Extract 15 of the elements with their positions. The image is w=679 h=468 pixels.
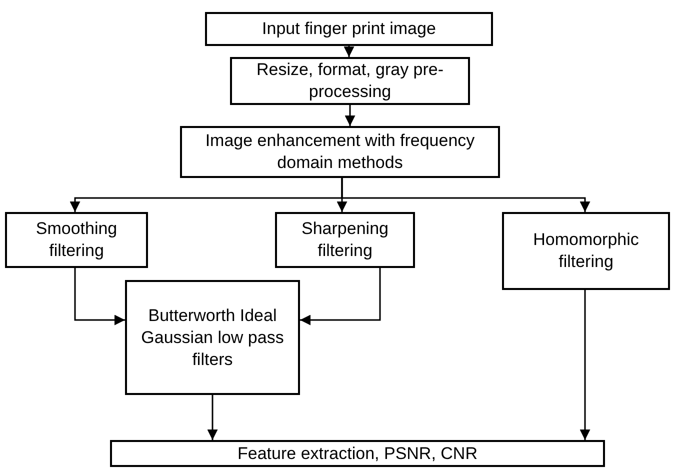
process-box: Feature extraction, PSNR, CNR <box>110 440 605 467</box>
arrow <box>344 46 354 57</box>
arrow <box>300 268 381 326</box>
process-box: Homomorphic filtering <box>502 212 670 290</box>
process-box: Sharpening filtering <box>275 212 415 268</box>
arrow <box>580 290 590 440</box>
process-box: Resize, format, gray pre-processing <box>230 57 470 105</box>
arrow <box>74 268 125 326</box>
arrow <box>207 395 218 440</box>
process-box: Input finger print image <box>205 12 493 46</box>
arrow <box>341 178 590 212</box>
arrow <box>344 105 356 126</box>
process-box: Image enhancement with frequency domain methods <box>180 126 500 178</box>
process-box: Smoothing filtering <box>5 212 148 268</box>
process-box: Butterworth Ideal Gaussian low pass filters <box>125 280 300 395</box>
